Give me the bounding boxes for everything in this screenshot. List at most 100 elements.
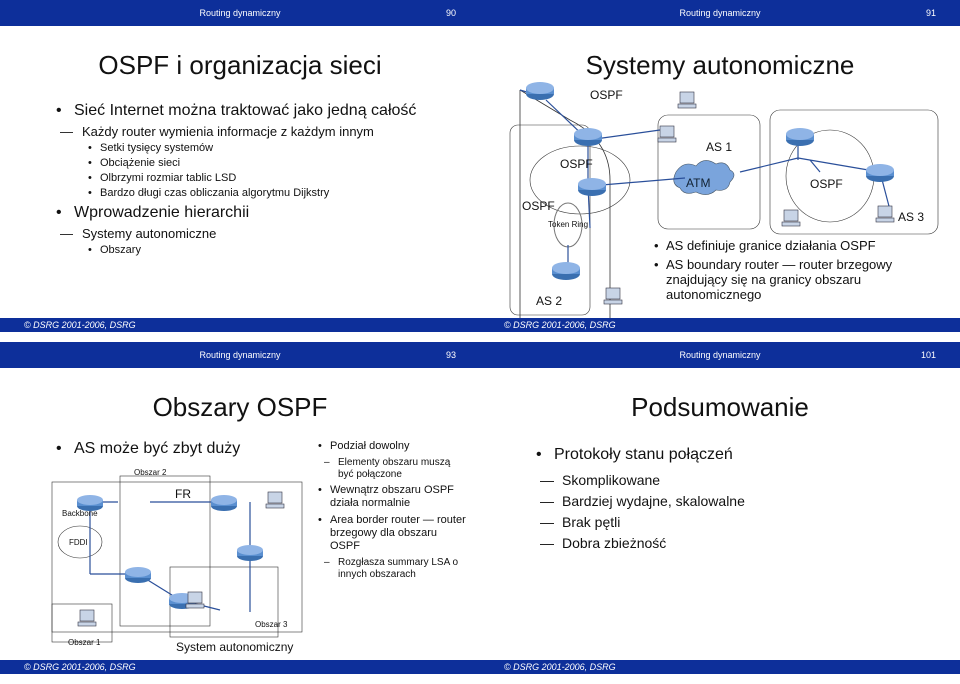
bullet-2: Brak pętli bbox=[532, 512, 912, 532]
label-token-ring: Token Ring bbox=[548, 220, 589, 229]
pc-icon bbox=[265, 491, 285, 509]
bullet-2: Elementy obszaru muszą być połączone bbox=[316, 457, 466, 481]
page-number: 93 bbox=[445, 350, 456, 360]
slide-101: Routing dynamiczny 101 Podsumowanie Prot… bbox=[480, 342, 960, 684]
label-obszar1: Obszar 1 bbox=[68, 638, 101, 647]
header-title: Routing dynamiczny bbox=[679, 350, 761, 360]
bullet-2: Każdy router wymienia informacje z każdy… bbox=[52, 124, 452, 140]
area2-region bbox=[119, 475, 211, 627]
bullet-3: Obciążenie sieci bbox=[52, 156, 452, 171]
label-ospf-top: OSPF bbox=[590, 88, 623, 102]
slide-header: Routing dynamiczny 93 bbox=[0, 342, 480, 368]
header-title: Routing dynamiczny bbox=[679, 8, 761, 18]
bullet-list: Sieć Internet można traktować jako jedną… bbox=[52, 102, 452, 258]
footer-text: © DSRG 2001-2006, DSRG bbox=[24, 320, 136, 330]
slide-90: Routing dynamiczny 90 OSPF i organizacja… bbox=[0, 0, 480, 342]
bullet-3: Obszary bbox=[52, 243, 452, 258]
bullet-2: Systemy autonomiczne bbox=[52, 226, 452, 242]
router-icon bbox=[866, 164, 894, 182]
label-atm: ATM bbox=[686, 176, 711, 190]
as1-boundary bbox=[657, 114, 761, 230]
router-icon bbox=[211, 495, 237, 511]
bullet-2: Bardziej wydajne, skalowalne bbox=[532, 491, 912, 511]
bullet-2: Skomplikowane bbox=[532, 470, 912, 490]
slide-91: Routing dynamiczny 91 Systemy autonomicz… bbox=[480, 0, 960, 342]
header-title: Routing dynamiczny bbox=[199, 8, 281, 18]
router-icon bbox=[125, 567, 151, 583]
pc-icon bbox=[77, 609, 97, 627]
area1-region bbox=[51, 603, 113, 643]
bullet-3: Setki tysięcy systemów bbox=[52, 141, 452, 156]
as-network-diagram bbox=[509, 82, 939, 321]
router-icon bbox=[77, 495, 103, 511]
areas-diagram bbox=[51, 475, 303, 643]
label-fddi: FDDI bbox=[69, 538, 88, 547]
bullet-1: AS boundary router — router brzegowy zna… bbox=[652, 257, 952, 302]
label-ospf-mid: OSPF bbox=[560, 157, 593, 171]
label-as1: AS 1 bbox=[706, 140, 733, 154]
router-icon bbox=[552, 262, 580, 280]
router-icon bbox=[574, 128, 602, 146]
label-fr: FR bbox=[175, 487, 191, 501]
lead-bullet: AS może być zbyt duży bbox=[52, 440, 240, 458]
bullet-1: Protokoły stanu połączeń bbox=[532, 446, 912, 464]
as2-boundary bbox=[519, 89, 611, 321]
slide-header: Routing dynamiczny 90 bbox=[0, 0, 480, 26]
router-icon bbox=[237, 545, 263, 561]
bullet-1: Wprowadzenie hierarchii bbox=[52, 204, 452, 222]
slide-header: Routing dynamiczny 101 bbox=[480, 342, 960, 368]
as3-boundary bbox=[769, 109, 939, 235]
page-number: 101 bbox=[920, 350, 936, 360]
bullet-2: Dobra zbieżność bbox=[532, 533, 912, 553]
pc-icon bbox=[875, 205, 895, 223]
footer-text: © DSRG 2001-2006, DSRG bbox=[24, 662, 136, 672]
workstations bbox=[77, 491, 285, 627]
atm-cloud bbox=[673, 160, 735, 195]
label-as3: AS 3 bbox=[898, 210, 925, 224]
pc-icon bbox=[781, 209, 801, 227]
backbone-area bbox=[51, 481, 303, 633]
bullet-3: Bardzo długi czas obliczania algorytmu D… bbox=[52, 186, 452, 201]
bullet-1: Podział dowolny bbox=[316, 440, 466, 453]
bullet-list: AS definiuje granice działania OSPF AS b… bbox=[652, 238, 952, 306]
slide-footer: © DSRG 2001-2006, DSRG bbox=[480, 660, 960, 674]
header-title: Routing dynamiczny bbox=[199, 350, 281, 360]
label-obszar2: Obszar 2 bbox=[134, 468, 167, 477]
pc-icon bbox=[603, 287, 623, 305]
pc-icon bbox=[677, 91, 697, 109]
bullet-1: Area border router — router brzegowy dla… bbox=[316, 514, 466, 553]
slide-footer: © DSRG 2001-2006, DSRG bbox=[0, 660, 480, 674]
slide-title: Podsumowanie bbox=[631, 392, 809, 422]
page-number: 90 bbox=[445, 8, 456, 18]
slide-header: Routing dynamiczny 91 bbox=[480, 0, 960, 26]
label-ospf-left: OSPF bbox=[522, 199, 555, 213]
label-system-autonomiczny: System autonomiczny bbox=[176, 640, 294, 654]
bullet-1: Sieć Internet można traktować jako jedną… bbox=[52, 102, 452, 120]
label-ospf-right: OSPF bbox=[810, 177, 843, 191]
slide-title: OSPF i organizacja sieci bbox=[98, 50, 382, 80]
bullet-list: Protokoły stanu połączeń Skomplikowane B… bbox=[532, 446, 912, 554]
footer-text: © DSRG 2001-2006, DSRG bbox=[504, 320, 616, 330]
routers bbox=[77, 495, 263, 609]
routers bbox=[526, 82, 894, 280]
slide-title: Systemy autonomiczne bbox=[585, 50, 855, 80]
bullet-3: Olbrzymi rozmiar tablic LSD bbox=[52, 171, 452, 186]
workstations bbox=[603, 91, 895, 305]
bullet-1: AS definiuje granice działania OSPF bbox=[652, 238, 952, 253]
slide-title: Obszary OSPF bbox=[152, 392, 328, 422]
label-backbone: Backbone bbox=[62, 509, 98, 518]
router-icon bbox=[578, 178, 606, 196]
router-icon bbox=[526, 82, 554, 100]
bullet-list: Podział dowolny Elementy obszaru muszą b… bbox=[316, 440, 466, 584]
pc-icon bbox=[657, 125, 677, 143]
bullet-1: Wewnątrz obszaru OSPF działa normalnie bbox=[316, 484, 466, 510]
router-icon bbox=[786, 128, 814, 146]
slide-93: Routing dynamiczny 93 Obszary OSPF AS mo… bbox=[0, 342, 480, 684]
bullet-2: Rozgłasza summary LSA o innych obszarach bbox=[316, 557, 466, 581]
slide-footer: © DSRG 2001-2006, DSRG bbox=[0, 318, 480, 332]
label-obszar3: Obszar 3 bbox=[255, 620, 288, 629]
footer-text: © DSRG 2001-2006, DSRG bbox=[504, 662, 616, 672]
label-as2: AS 2 bbox=[536, 294, 563, 308]
page-number: 91 bbox=[925, 8, 936, 18]
pc-icon bbox=[185, 591, 205, 609]
